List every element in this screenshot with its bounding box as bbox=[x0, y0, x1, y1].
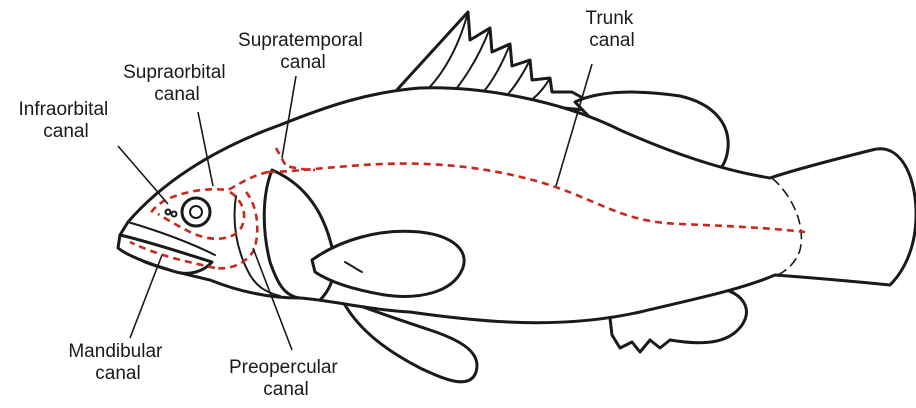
label-mandibular: Mandibular canal bbox=[68, 341, 167, 384]
leader-infraorbital bbox=[118, 146, 168, 204]
label-infraorbital: Infraorbital canal bbox=[18, 99, 113, 142]
label-supraorbital-line1: Supraorbital bbox=[123, 62, 225, 83]
eye-outer bbox=[182, 198, 210, 226]
fish-body bbox=[120, 88, 916, 323]
label-supraorbital-line2: canal bbox=[154, 84, 199, 105]
label-preopercular-line2: canal bbox=[263, 379, 308, 400]
label-supratemporal-line2: canal bbox=[280, 52, 325, 73]
label-trunk-line1: Trunk bbox=[585, 8, 633, 29]
label-trunk: Trunk canal bbox=[585, 8, 638, 51]
leader-mandibular bbox=[130, 255, 162, 338]
label-supraorbital: Supraorbital canal bbox=[123, 62, 231, 105]
label-mandibular-line1: Mandibular bbox=[68, 341, 163, 362]
label-trunk-line2: canal bbox=[589, 30, 634, 51]
label-preopercular-line1: Preopercular bbox=[229, 357, 338, 378]
label-preopercular: Preopercular canal bbox=[229, 357, 343, 400]
label-mandibular-line2: canal bbox=[95, 363, 140, 384]
label-infraorbital-line2: canal bbox=[43, 121, 88, 142]
label-supratemporal-line1: Supratemporal bbox=[238, 30, 363, 51]
label-supratemporal: Supratemporal canal bbox=[238, 30, 368, 73]
label-infraorbital-line1: Infraorbital bbox=[18, 99, 108, 120]
